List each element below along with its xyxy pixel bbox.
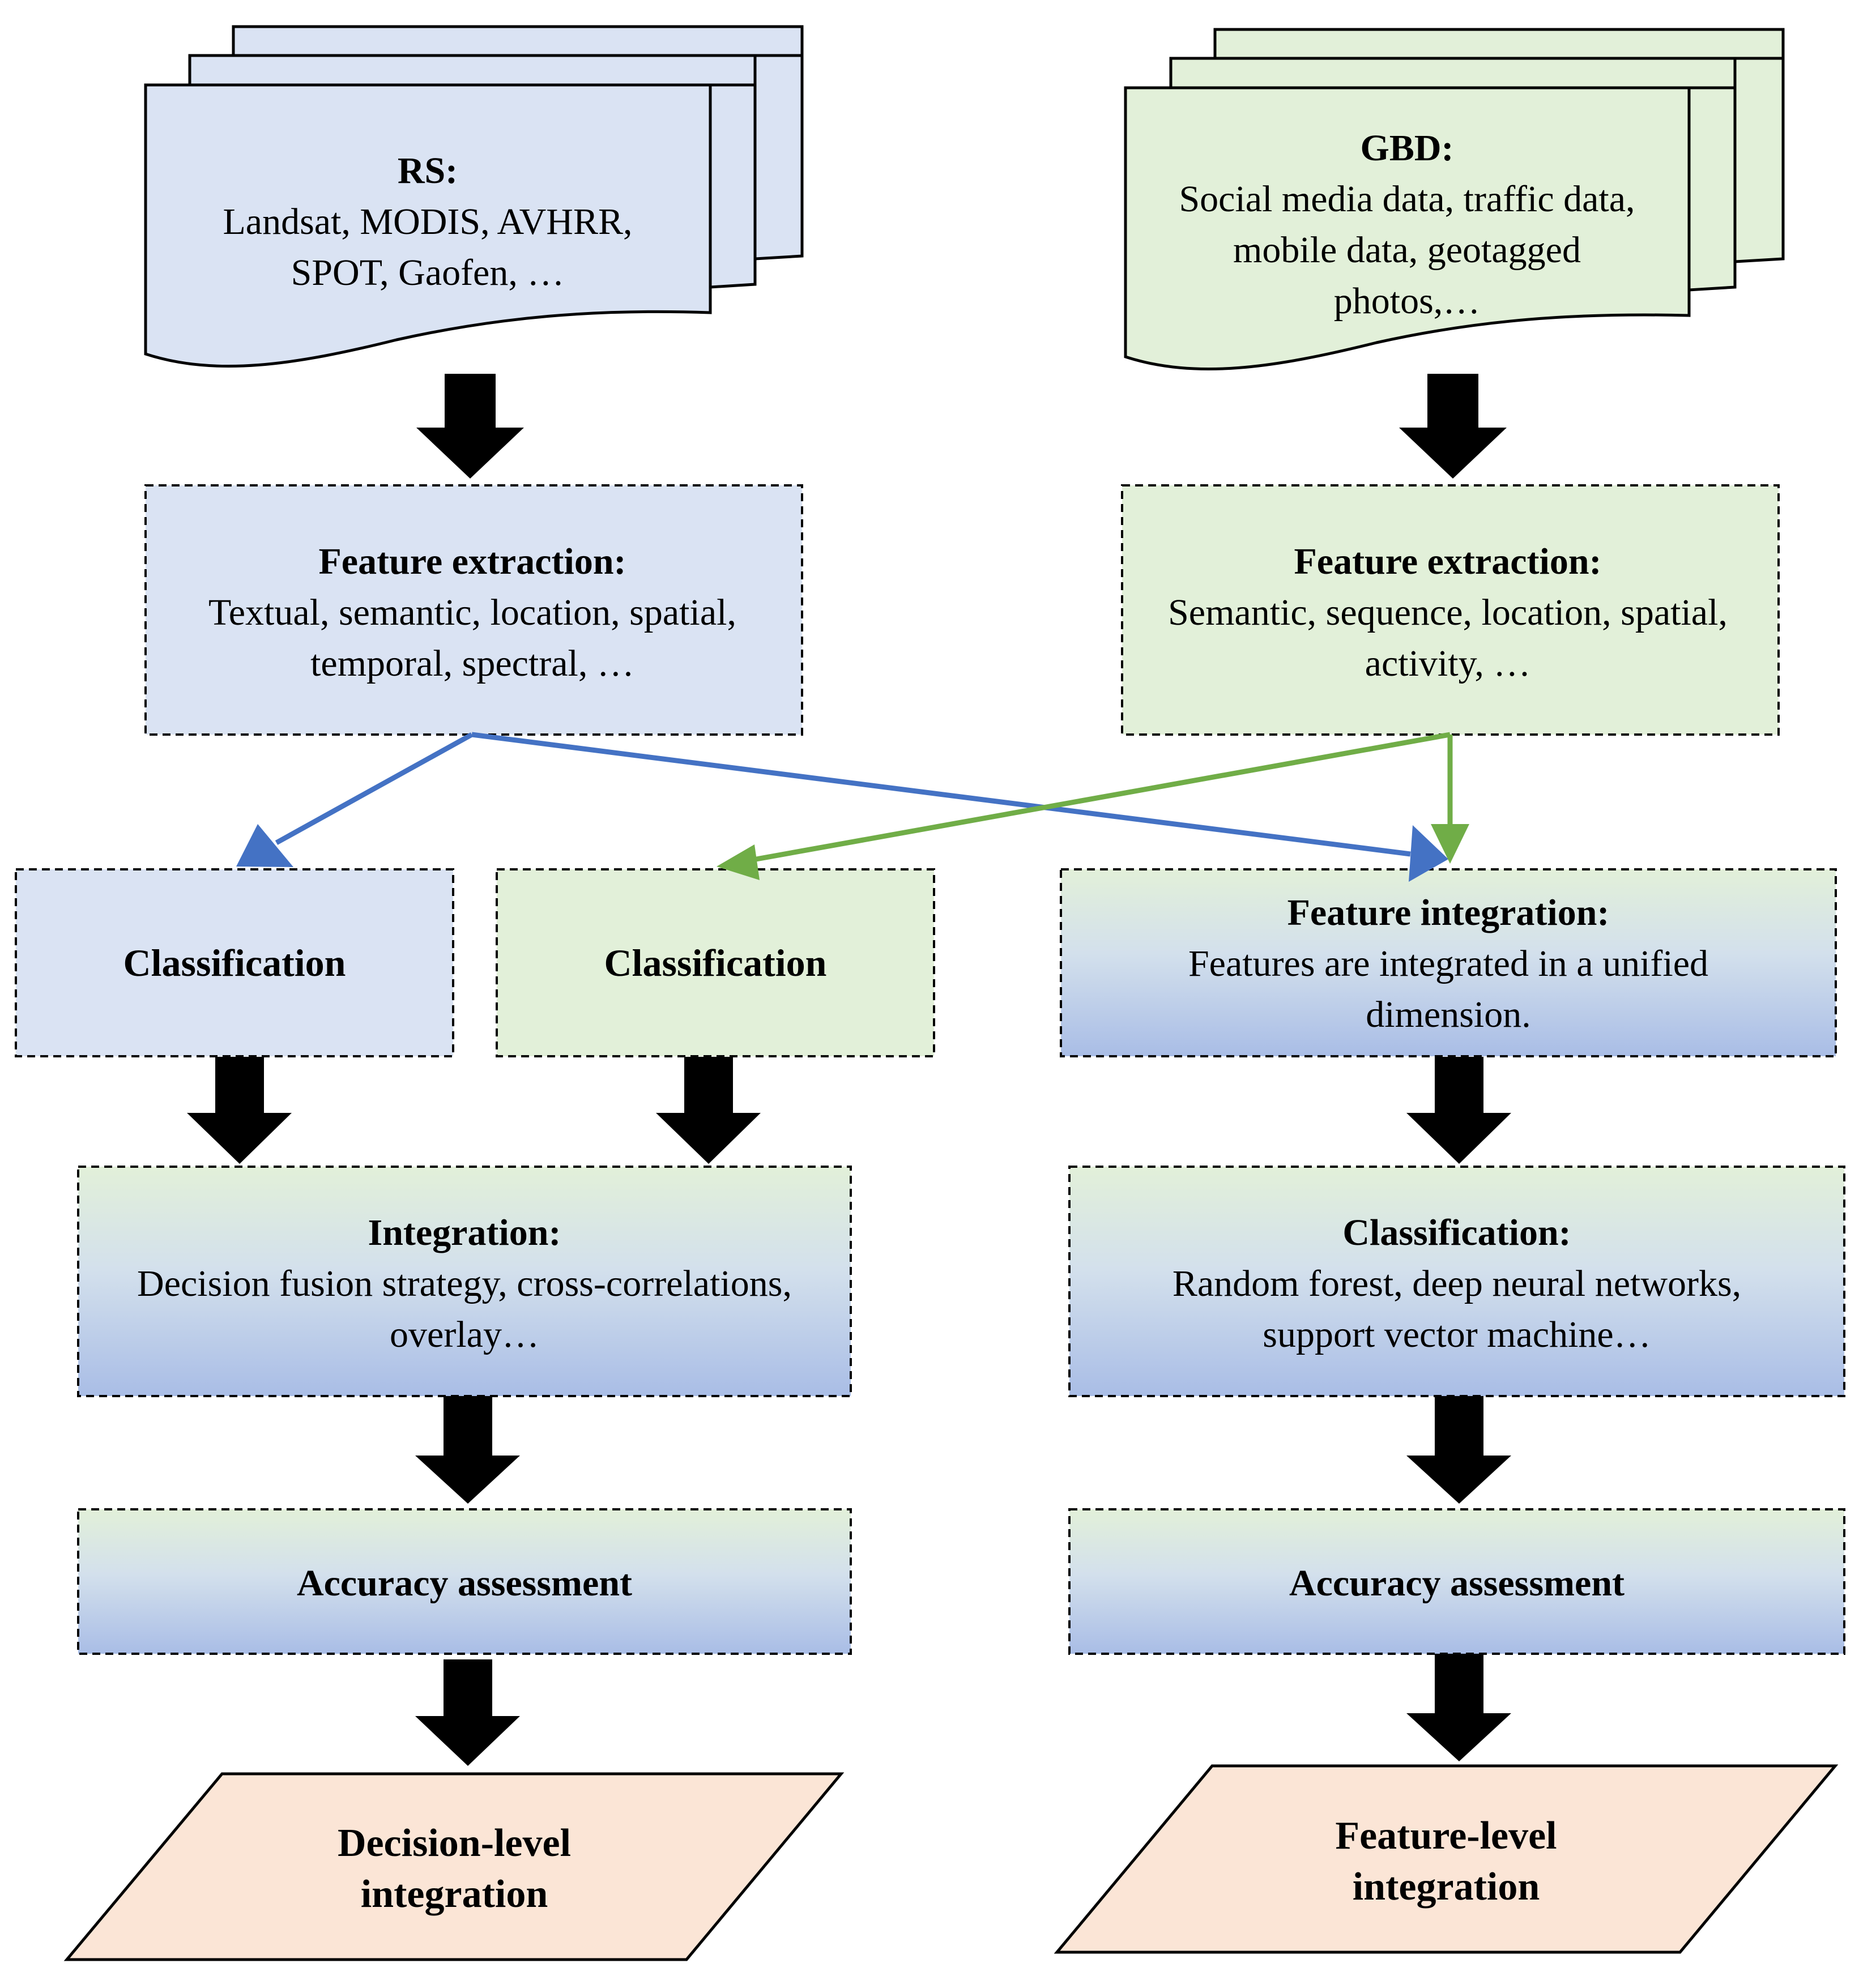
decision-level-output: Decision-level integration [63, 1772, 845, 1961]
feature-integration-title: Feature integration: [1287, 892, 1610, 933]
decision-accuracy-box: Accuracy assessment [77, 1508, 852, 1655]
arrow-gbd-to-gbd-classification [717, 844, 760, 880]
feature-output-line-2: integration [1353, 1865, 1540, 1909]
feature-classification-line-2: support vector machine… [1263, 1314, 1651, 1355]
gbd-source-line-2: mobile data, geotagged [1233, 229, 1581, 271]
feature-output-line-1: Feature-level [1335, 1814, 1557, 1858]
rs-data-source: RS: Landsat, MODIS, AVHRR, SPOT, Gaofen,… [144, 25, 804, 368]
arrow-decision-accuracy-to-output [415, 1659, 520, 1766]
arrow-integration-to-accuracy [415, 1396, 520, 1504]
arrow-feature-integration-to-classification [1406, 1057, 1511, 1164]
arrow-rs-source-to-extraction [416, 374, 524, 479]
rs-source-line-1: Landsat, MODIS, AVHRR, [223, 201, 632, 242]
flow-arrows [187, 374, 1511, 1766]
feature-integration-line-2: dimension. [1366, 994, 1531, 1035]
decision-output-line-2: integration [361, 1872, 548, 1916]
decision-integration-line-2: overlay… [390, 1314, 539, 1355]
feature-integration-box: Feature integration: Features are integr… [1060, 868, 1837, 1057]
arrow-rs-to-feature-integration [1409, 825, 1448, 882]
gbd-connector-arrows [717, 732, 1469, 880]
arrow-gbd-to-feature-integration [1431, 824, 1469, 864]
feature-classification-line-1: Random forest, deep neural networks, [1172, 1263, 1741, 1304]
rs-connector-arrows [236, 732, 1448, 882]
decision-integration-box: Integration: Decision fusion strategy, c… [77, 1166, 852, 1397]
feature-classification-box: Classification: Random forest, deep neur… [1068, 1166, 1845, 1397]
arrow-feature-accuracy-to-output [1406, 1654, 1511, 1761]
rs-classification-title: Classification [123, 941, 346, 984]
gbd-source-line-1: Social media data, traffic data, [1179, 178, 1635, 220]
gbd-classification-title: Classification [604, 941, 827, 984]
feature-classification-title: Classification: [1342, 1212, 1571, 1253]
arrow-rs-to-rs-classification [236, 824, 293, 867]
rs-feature-extraction-line-1: Textual, semantic, location, spatial, [208, 592, 736, 633]
arrow-gbd-classification-to-integration [656, 1057, 761, 1164]
decision-integration-line-1: Decision fusion strategy, cross-correlat… [137, 1263, 792, 1304]
decision-integration-title: Integration: [368, 1212, 561, 1253]
feature-accuracy-title: Accuracy assessment [1289, 1563, 1625, 1604]
rs-feature-extraction-box: Feature extraction: Textual, semantic, l… [144, 484, 803, 736]
gbd-feature-extraction-line-1: Semantic, sequence, location, spatial, [1168, 592, 1728, 633]
rs-classification-box: Classification [15, 868, 454, 1057]
rs-source-title: RS: [398, 150, 458, 191]
decision-output-line-1: Decision-level [338, 1821, 571, 1865]
gbd-feature-extraction-box: Feature extraction: Semantic, sequence, … [1121, 484, 1780, 736]
feature-level-output: Feature-level integration [1054, 1764, 1839, 1954]
rs-feature-extraction-title: Feature extraction: [318, 541, 626, 582]
gbd-feature-extraction-title: Feature extraction: [1294, 541, 1601, 582]
gbd-classification-box: Classification [496, 868, 935, 1057]
arrow-rs-classification-to-integration [187, 1057, 292, 1164]
rs-source-line-2: SPOT, Gaofen, … [291, 252, 565, 293]
arrow-gbd-source-to-extraction [1399, 374, 1507, 479]
gbd-source-line-3: photos,… [1334, 280, 1481, 322]
rs-feature-extraction-line-2: temporal, spectral, … [310, 643, 634, 684]
gbd-data-source: GBD: Social media data, traffic data, mo… [1124, 28, 1785, 371]
gbd-feature-extraction-line-2: activity, … [1365, 643, 1531, 684]
gbd-source-title: GBD: [1361, 127, 1454, 169]
feature-accuracy-box: Accuracy assessment [1068, 1508, 1845, 1655]
decision-accuracy-title: Accuracy assessment [297, 1563, 632, 1604]
arrow-classification-to-accuracy [1406, 1396, 1511, 1504]
feature-integration-line-1: Features are integrated in a unified [1188, 943, 1708, 984]
